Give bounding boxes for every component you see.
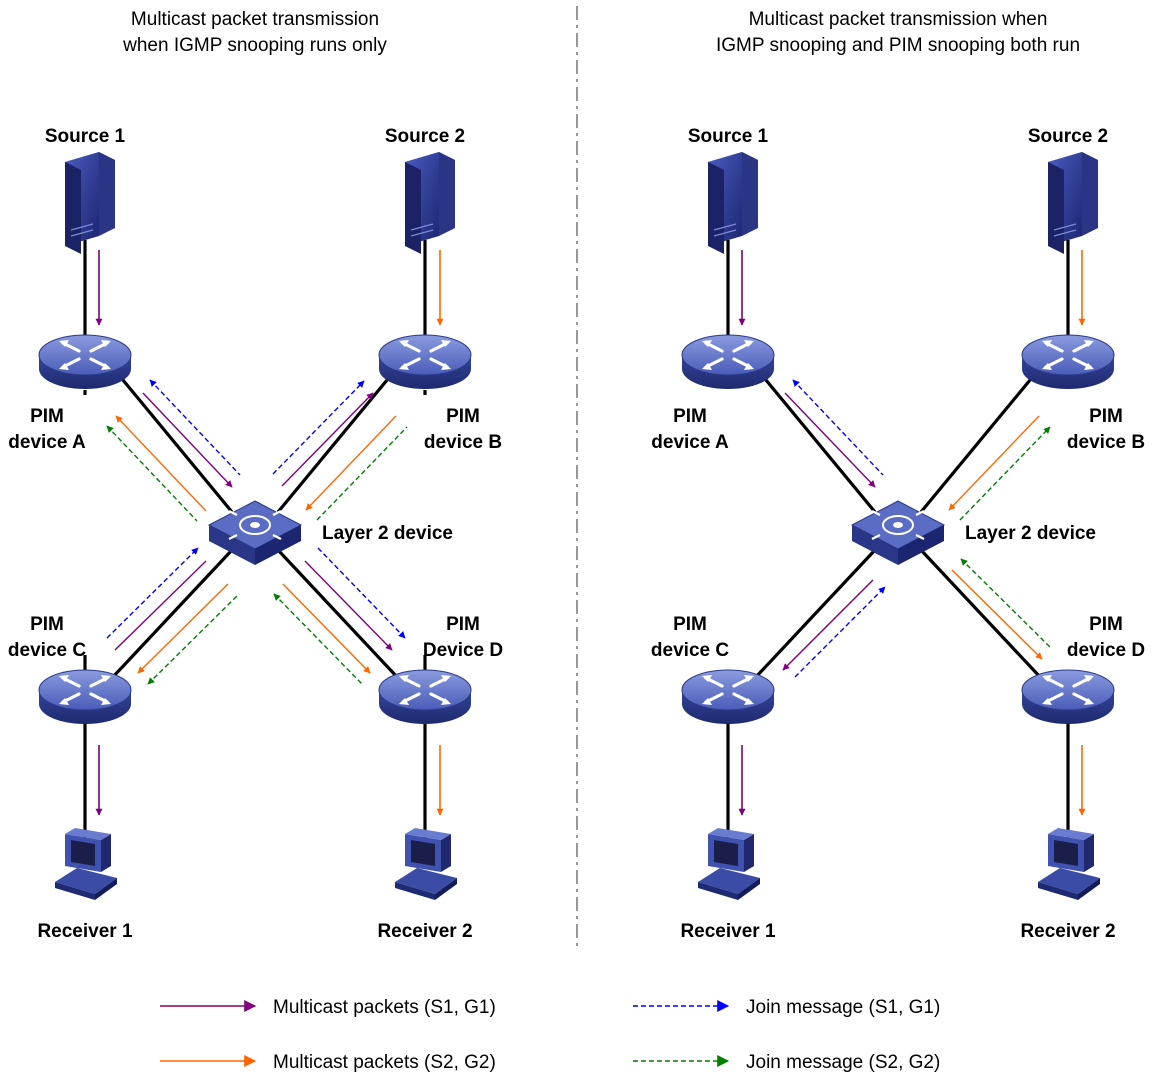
arrow-mc-s1g1-switch-c xyxy=(114,560,207,651)
r-pim-device-a-router-icon xyxy=(680,333,776,391)
r-pim-a-label-line1: PIM xyxy=(673,406,707,427)
arrow-join-s1g1-to-a xyxy=(149,379,241,476)
arrow-mc-s2g2-switch-to-c xyxy=(137,583,229,674)
r-arrow-mc-s2g2-switch-to-d xyxy=(951,569,1043,660)
receiver1-label: Receiver 1 xyxy=(37,921,133,942)
r-arrow-mc-s1g1-a-to-switch xyxy=(784,392,876,488)
r-arrow-join-s2g2-d-to-switch xyxy=(960,558,1052,649)
source2-server-icon xyxy=(404,151,456,255)
arrow-join-s1g1-c-to-switch xyxy=(106,547,199,639)
arrow-join-s1g1-switch-to-d xyxy=(317,547,406,639)
legend-join-s2g2-label: Join message (S2, G2) xyxy=(746,1052,940,1073)
pim-b-label-line2: device B xyxy=(424,432,502,453)
link-switch-pim-d xyxy=(276,548,400,680)
source1-label: Source 1 xyxy=(45,126,126,147)
r-pim-a-label-line2: device A xyxy=(651,432,729,453)
legend-join-s1g1-label: Join message (S1, G1) xyxy=(746,997,940,1018)
link-r-switch-pim-c xyxy=(753,548,877,680)
receiver2-label: Receiver 2 xyxy=(377,921,472,942)
arrow-join-s2g2-switch-b xyxy=(316,426,408,521)
panel-left-title-line2: when IGMP snooping runs only xyxy=(122,35,387,56)
pim-d-label-line1: PIM xyxy=(446,614,480,635)
r-source2-label: Source 2 xyxy=(1028,126,1108,147)
pim-b-label-line1: PIM xyxy=(446,406,480,427)
panel-left: Multicast packet transmission when IGMP … xyxy=(8,9,503,942)
r-arrow-join-s1g1-to-a xyxy=(792,379,884,476)
r-pim-b-label-line1: PIM xyxy=(1089,406,1123,427)
r-pim-b-label-line2: device B xyxy=(1067,432,1145,453)
r-pim-d-label-line1: PIM xyxy=(1089,614,1123,635)
r-receiver2-pc-icon xyxy=(1038,828,1100,900)
r-layer2-label: Layer 2 device xyxy=(965,523,1096,544)
link-pim-b-switch xyxy=(276,372,394,514)
r-pim-device-d-router-icon xyxy=(1020,668,1116,726)
panel-right: Multicast packet transmission when IGMP … xyxy=(651,9,1145,942)
arrow-join-s2g2-to-c xyxy=(147,594,239,685)
pim-a-label-line2: device A xyxy=(8,432,86,453)
pim-device-a-router-icon xyxy=(37,333,133,391)
arrow-mc-s1g1-a-to-switch xyxy=(142,392,233,488)
pim-a-label-line1: PIM xyxy=(30,406,64,427)
r-source1-label: Source 1 xyxy=(688,126,769,147)
r-pim-d-label-line2: device D xyxy=(1067,640,1145,661)
panel-right-title-line2: IGMP snooping and PIM snooping both run xyxy=(716,35,1080,56)
source1-server-icon xyxy=(64,151,116,255)
pim-c-label-line2: device C xyxy=(8,640,86,661)
arrow-mc-s1g1-switch-to-b xyxy=(281,392,374,487)
r-arrow-mc-s1g1-switch-to-c xyxy=(782,579,874,671)
r-arrow-join-s1g1-c-to-switch xyxy=(794,586,886,678)
r-pim-c-label-line2: device C xyxy=(651,640,729,661)
pim-c-label-line1: PIM xyxy=(30,614,64,635)
arrow-join-s1g1-to-b xyxy=(272,380,365,475)
r-arrow-mc-s2g2-b-to-switch xyxy=(948,415,1040,511)
r-source1-server-icon xyxy=(707,151,759,255)
r-pim-c-label-line1: PIM xyxy=(673,614,707,635)
r-receiver1-pc-icon xyxy=(698,828,760,900)
arrow-join-s2g2-to-a xyxy=(106,425,198,522)
layer2-switch-icon xyxy=(207,499,303,567)
arrow-mc-s1g1-switch-to-d xyxy=(304,560,393,651)
r-arrow-join-s2g2-to-b xyxy=(959,426,1051,521)
r-receiver2-label: Receiver 2 xyxy=(1020,921,1115,942)
layer2-label: Layer 2 device xyxy=(322,523,453,544)
r-pim-device-b-router-icon xyxy=(1020,333,1116,391)
panel-right-title-line1: Multicast packet transmission when xyxy=(749,9,1048,30)
link-pim-a-switch xyxy=(116,372,234,514)
legend: Multicast packets (S1, G1) Multicast pac… xyxy=(160,997,940,1073)
pim-device-c-router-icon xyxy=(37,668,133,726)
pim-d-label-line2: Device D xyxy=(423,640,503,661)
pim-device-b-router-icon xyxy=(377,333,473,391)
receiver1-pc-icon xyxy=(55,828,117,900)
legend-mc-s2g2-label: Multicast packets (S2, G2) xyxy=(273,1052,496,1073)
arrow-mc-s2g2-to-a xyxy=(115,415,207,512)
arrow-join-s2g2-d-to-switch xyxy=(273,593,363,685)
receiver2-pc-icon xyxy=(395,828,457,900)
r-source2-server-icon xyxy=(1047,151,1099,255)
source2-label: Source 2 xyxy=(385,126,465,147)
arrow-mc-s2g2-b-to-switch xyxy=(305,415,397,511)
r-layer2-switch-icon xyxy=(850,499,946,567)
r-receiver1-label: Receiver 1 xyxy=(680,921,776,942)
pim-device-d-router-icon xyxy=(377,668,473,726)
link-r-pim-a-switch xyxy=(759,372,877,514)
arrow-mc-s2g2-switch-to-d xyxy=(282,583,371,674)
link-r-switch-pim-d xyxy=(919,548,1043,680)
panel-left-title-line1: Multicast packet transmission xyxy=(131,9,379,30)
r-pim-device-c-router-icon xyxy=(680,668,776,726)
legend-mc-s1g1-label: Multicast packets (S1, G1) xyxy=(273,997,496,1018)
link-r-pim-b-switch xyxy=(919,372,1037,514)
link-switch-pim-c xyxy=(110,548,234,680)
